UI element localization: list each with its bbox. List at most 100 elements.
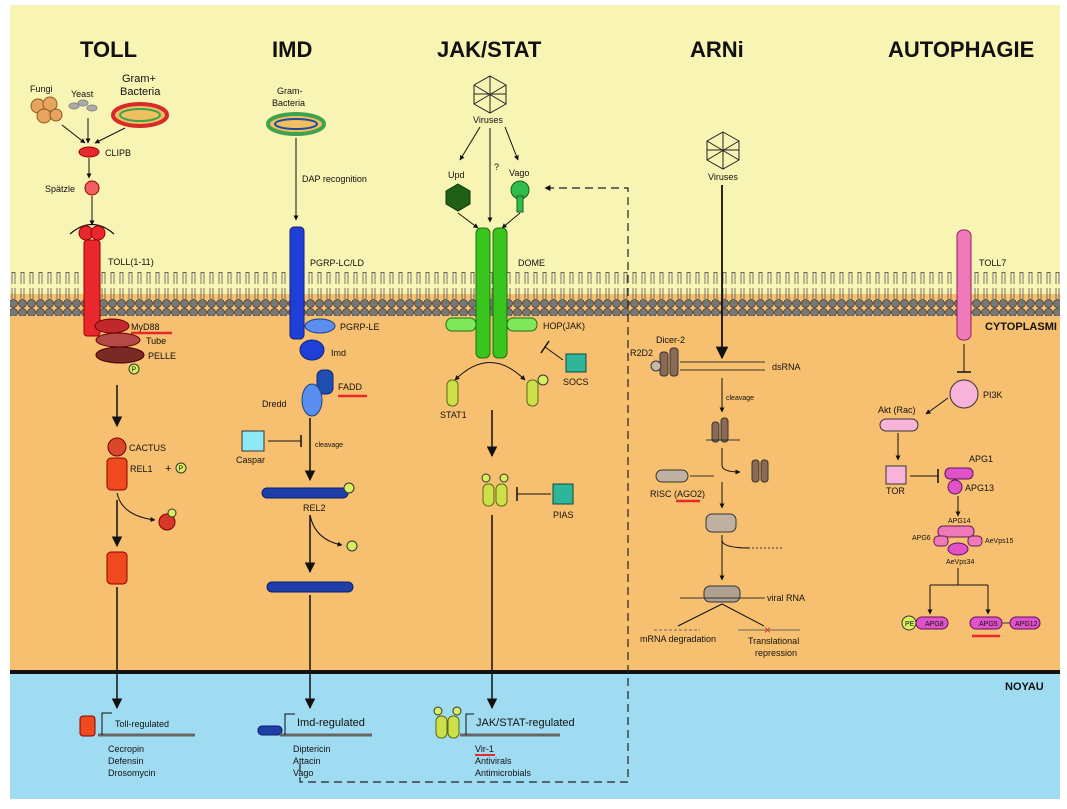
mrna-degradation-label: mRNA degradation <box>640 634 716 644</box>
spatzle-label: Spätzle <box>45 184 75 194</box>
aevps34-shape <box>947 542 969 556</box>
header-arni: ARNi <box>690 37 744 62</box>
dome-receptor-right <box>492 227 508 359</box>
aevps34-label: AeVps34 <box>946 559 975 566</box>
cell-membrane <box>10 272 1060 316</box>
rel1-shape <box>106 457 128 491</box>
dome-label: DOME <box>518 258 545 268</box>
dap-recognition-label: DAP recognition <box>302 174 367 184</box>
fungi-label: Fungi <box>30 84 53 94</box>
yeast-label: Yeast <box>71 89 94 99</box>
apg13-label: APG13 <box>965 483 994 493</box>
vago-label: Vago <box>509 168 529 178</box>
hop-jak-label: HOP(JAK) <box>543 321 585 331</box>
apg6-label: APG6 <box>912 535 931 542</box>
svg-text:+: + <box>165 463 171 475</box>
cactus-shape <box>107 437 127 457</box>
gram-positive-label-1: Gram+ <box>122 73 156 85</box>
jak-stat-regulated-label: JAK/STAT-regulated <box>476 717 575 729</box>
risc-shape <box>655 469 689 483</box>
autophagy-pathway: TOLL7 PI3K Akt (Rac) TOR APG1 APG13 APG1… <box>878 229 1041 638</box>
clipb-label: CLIPB <box>105 148 131 158</box>
cactus-label: CACTUS <box>129 443 166 453</box>
caspar-label: Caspar <box>236 455 265 465</box>
hop-jak-left <box>445 317 477 332</box>
aevps15-label: AeVps15 <box>985 538 1014 545</box>
siRNA-released <box>751 459 769 483</box>
toll-gene-2: Defensin <box>108 756 144 766</box>
apg13-shape <box>947 479 963 495</box>
stat-dimer-nucleus <box>433 706 462 739</box>
apg5-label: APG5 <box>979 621 998 628</box>
jak-gene-2: Antivirals <box>475 756 512 766</box>
myd88-label: MyD88 <box>131 322 160 332</box>
jak-stat-pathway: Viruses ? Upd Vago DOME HOP(JAK) SOCS ST… <box>299 75 629 783</box>
pias-label: PIAS <box>553 510 574 520</box>
dsrna-label: dsRNA <box>772 362 801 372</box>
dredd-label: Dredd <box>262 399 287 409</box>
apg14-shape <box>937 525 975 538</box>
upd-label: Upd <box>448 170 465 180</box>
vago-feedback-loop <box>299 185 629 783</box>
apg12-shape <box>1009 616 1041 630</box>
dsrna-shape <box>680 361 765 371</box>
nucleus-label: NOYAU <box>1005 681 1044 693</box>
aevps15-shape <box>967 535 983 547</box>
dicer-product <box>706 417 740 443</box>
dredd-shape <box>301 383 323 417</box>
toll-receptor <box>83 239 101 337</box>
rel2-label: REL2 <box>303 503 326 513</box>
apg8-shape <box>915 616 949 630</box>
fadd-label: FADD <box>338 382 363 392</box>
rel2-shape <box>261 487 349 499</box>
pgrp-le-shape <box>304 318 336 334</box>
stat1-label: STAT1 <box>440 410 467 420</box>
socs-label: SOCS <box>563 377 589 387</box>
stat-dimer <box>481 473 509 507</box>
extracellular-zone <box>10 5 1060 277</box>
jak-viruses-label: Viruses <box>473 115 503 125</box>
upd-shape <box>445 183 471 212</box>
caspar-shape <box>241 430 265 452</box>
repression-label: repression <box>755 648 797 658</box>
pias-shape <box>552 483 574 505</box>
imd-regulated-label: Imd-regulated <box>297 717 365 729</box>
cytoplasm-label: CYTOPLASMI <box>985 321 1057 333</box>
tube-shape <box>95 332 141 348</box>
viral-rna-label: viral RNA <box>767 593 805 603</box>
akt-shape <box>879 418 919 432</box>
rel1-active-shape <box>106 551 128 585</box>
jak-gene-1: Vir-1 <box>475 744 494 754</box>
pi3k-label: PI3K <box>983 390 1003 400</box>
svg-text:?: ? <box>494 162 499 172</box>
virus-icon-arni <box>706 131 740 170</box>
yeast-icon <box>68 99 98 112</box>
toll7-label: TOLL7 <box>979 258 1006 268</box>
toll-regulated-label: Toll-regulated <box>115 719 169 729</box>
r2d2-label: R2D2 <box>630 348 653 358</box>
dicer-r2d2-complex <box>650 347 679 377</box>
imd-label: Imd <box>331 348 346 358</box>
apg1-shape <box>944 467 974 480</box>
imd-pathway: Gram- Bacteria DAP recognition PGRP-LC/L… <box>236 86 380 778</box>
pe-label: PE <box>905 621 915 628</box>
pgrp-le-label: PGRP-LE <box>340 322 380 332</box>
dicer-label: Dicer-2 <box>656 335 685 345</box>
arni-viruses-label: Viruses <box>708 172 738 182</box>
apg6-shape <box>933 535 949 547</box>
apg1-label: APG1 <box>969 454 993 464</box>
header-jak-stat: JAK/STAT <box>437 37 542 62</box>
pelle-label: PELLE <box>148 351 176 361</box>
risc-loaded <box>705 513 737 533</box>
dome-receptor-left <box>475 227 491 359</box>
apg14-label: APG14 <box>948 518 971 525</box>
risc-viral-complex <box>703 585 741 603</box>
jak-gene-3: Antimicrobials <box>475 768 532 778</box>
tor-shape <box>885 465 907 485</box>
arni-pathway: Viruses Dicer-2 R2D2 dsRNA cleavage RISC… <box>630 131 805 658</box>
fadd-shape <box>316 369 334 395</box>
repression-x: × <box>764 623 771 637</box>
stat1-shape-left <box>446 379 459 407</box>
toll-gene-1: Cecropin <box>108 744 144 754</box>
